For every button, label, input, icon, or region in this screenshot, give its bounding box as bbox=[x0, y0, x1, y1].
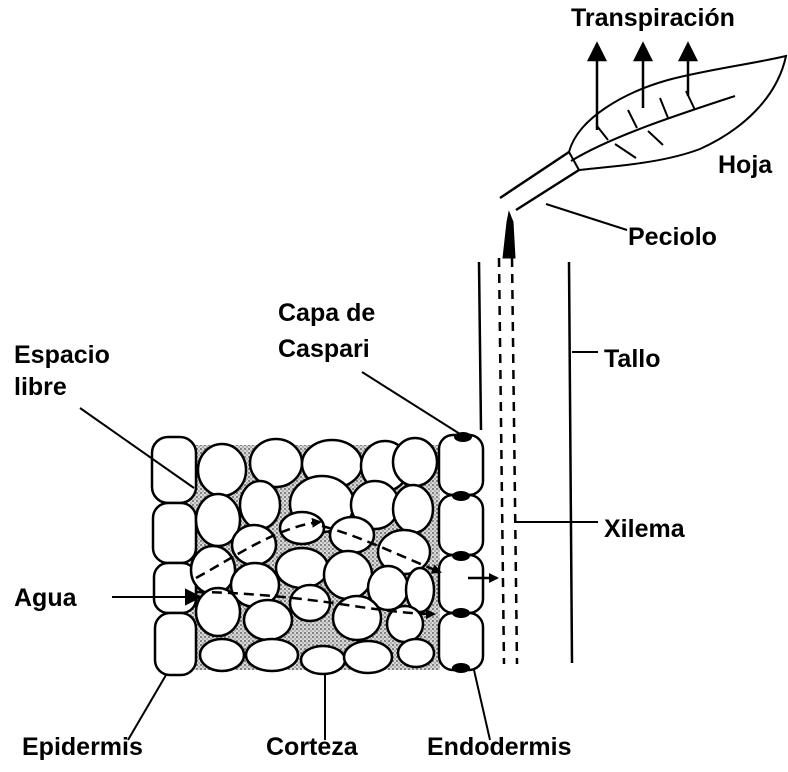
epidermis-cell bbox=[154, 563, 196, 613]
cortex-cell bbox=[240, 481, 280, 529]
label-xilema: Xilema bbox=[604, 514, 685, 544]
cortex-cell bbox=[393, 438, 437, 486]
cortex-cell bbox=[198, 444, 246, 496]
cortex-cell bbox=[196, 588, 240, 636]
cortex-cell bbox=[333, 596, 381, 640]
label-endodermis: Endodermis bbox=[427, 732, 571, 762]
label-espacio: Espacio bbox=[14, 340, 110, 370]
cortex-cell bbox=[344, 641, 392, 673]
cortex-cell bbox=[200, 639, 244, 671]
cortex-cell bbox=[276, 548, 328, 588]
cortex-cell bbox=[324, 551, 372, 599]
label-hoja: Hoja bbox=[718, 150, 772, 180]
cortex-cell bbox=[301, 646, 345, 674]
label-epidermis: Epidermis bbox=[22, 732, 143, 762]
cortex-cell bbox=[393, 485, 433, 533]
label-agua: Agua bbox=[14, 583, 77, 613]
cortex-cell bbox=[191, 546, 235, 594]
endodermis-cell bbox=[439, 613, 483, 670]
cortex-cell bbox=[406, 568, 434, 612]
cortex-cell bbox=[250, 439, 302, 487]
label-peciolo: Peciolo bbox=[628, 222, 717, 252]
label-caspari: Caspari bbox=[278, 334, 370, 364]
cortex-cell bbox=[280, 512, 324, 544]
endodermis-cell bbox=[439, 555, 483, 613]
label-tallo: Tallo bbox=[604, 344, 660, 374]
endodermis-cell bbox=[439, 435, 483, 495]
cortex-cell bbox=[398, 639, 434, 667]
stem bbox=[479, 212, 572, 664]
endodermis-cell bbox=[439, 495, 483, 555]
cortex-cell bbox=[330, 517, 374, 553]
endodermis-cells bbox=[439, 432, 483, 673]
epidermis-cell bbox=[152, 437, 196, 503]
label-libre: libre bbox=[14, 372, 67, 402]
label-transpiracion: Transpiración bbox=[571, 3, 735, 33]
label-capa-de: Capa de bbox=[278, 298, 375, 328]
cortex-cell bbox=[244, 600, 292, 640]
epidermis-cells bbox=[152, 437, 196, 675]
label-corteza: Corteza bbox=[266, 732, 358, 762]
epidermis-cell bbox=[155, 613, 196, 675]
cortex-cell bbox=[246, 639, 298, 671]
epidermis-cell bbox=[153, 503, 196, 563]
